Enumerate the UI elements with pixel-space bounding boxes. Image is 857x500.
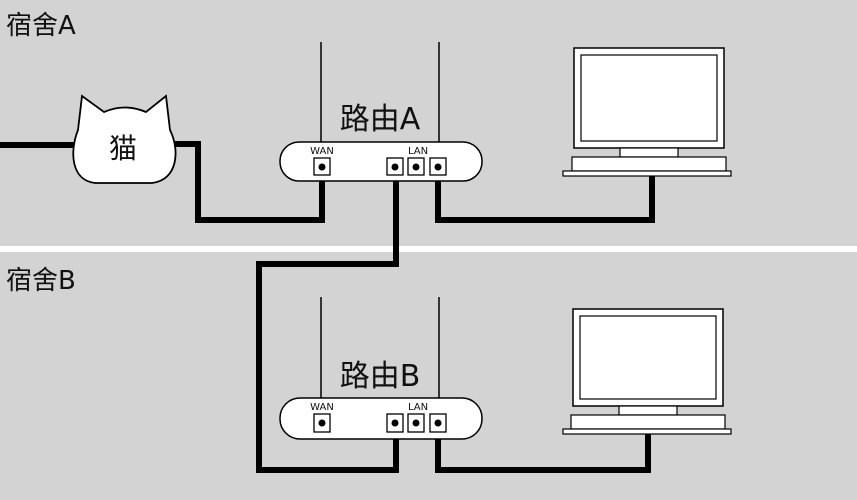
- pc-b-stand: [618, 405, 678, 416]
- cable-lan-a-to-pc-a: [435, 170, 655, 223]
- router-a-lan-plug-2: [412, 163, 420, 171]
- pc-b: [562, 308, 732, 435]
- cable-lan-b-to-pc-b: [435, 426, 651, 473]
- pc-a-screen: [580, 54, 718, 142]
- room-a-label: 宿舍A: [6, 11, 76, 41]
- pc-a: [562, 47, 732, 177]
- router-a-lan-label: LAN: [408, 146, 428, 157]
- router-b-wan-plug: [318, 419, 326, 427]
- pc-a-keyboard: [562, 170, 732, 177]
- modem-cat-shape: [72, 94, 177, 184]
- pc-b-base: [570, 414, 726, 430]
- router-b-lan-label: LAN: [408, 402, 428, 413]
- router-b-label: 路由B: [340, 359, 421, 394]
- modem-label: 猫: [109, 132, 137, 165]
- pc-b-keyboard: [562, 428, 732, 435]
- router-b-lan-plug-2: [412, 419, 420, 427]
- room-b-area: [0, 252, 857, 500]
- router-a-label: 路由A: [340, 102, 421, 137]
- pc-a-base: [571, 156, 727, 172]
- modem: 猫: [72, 94, 177, 184]
- router-a-wan-label: WAN: [310, 146, 334, 157]
- router-a-wan-plug: [318, 163, 326, 171]
- router-b: 路由B WAN LAN: [279, 297, 483, 440]
- router-b-lan-plug-1: [391, 419, 399, 427]
- cables: [0, 141, 655, 473]
- router-a: 路由A WAN LAN: [279, 42, 483, 182]
- pc-a-stand: [619, 147, 679, 158]
- router-a-lan-plug-1: [391, 163, 399, 171]
- cable-modem-to-wan-a: [170, 141, 325, 223]
- router-b-lan-plug-3: [434, 419, 442, 427]
- room-b-label: 宿舍B: [6, 266, 76, 296]
- router-b-wan-label: WAN: [310, 402, 334, 413]
- router-a-lan-plug-3: [434, 163, 442, 171]
- pc-b-screen: [579, 315, 717, 400]
- cable-router-a-to-router-b: [256, 170, 399, 473]
